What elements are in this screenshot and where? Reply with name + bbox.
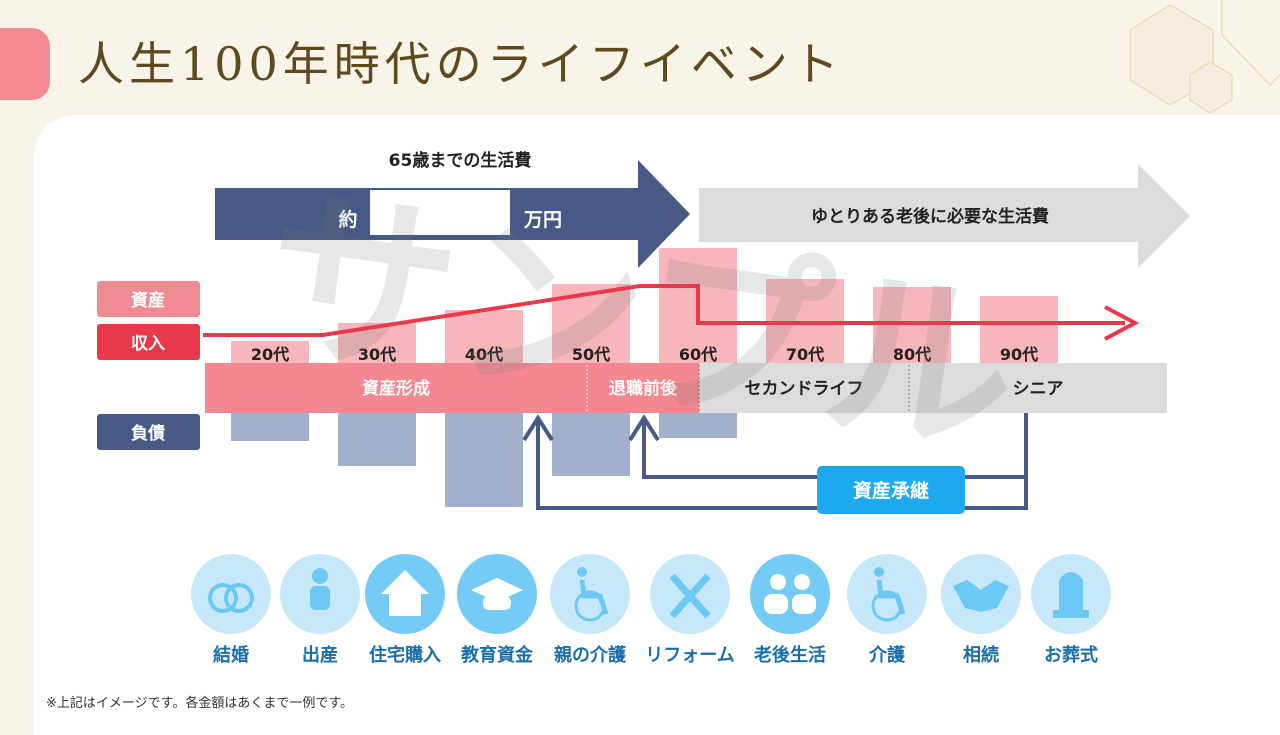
- life-event-label: リフォーム: [645, 645, 734, 666]
- wheelchair-icon: [574, 567, 609, 622]
- life-event-0[interactable]: 結婚: [191, 554, 271, 666]
- baby-icon: [310, 568, 330, 610]
- debt-bar: [552, 413, 630, 476]
- asset-bar: [980, 296, 1058, 363]
- decade-label: 60代: [679, 345, 717, 364]
- life-event-9[interactable]: お葬式: [1031, 554, 1111, 666]
- graduation-cap-icon: [471, 578, 523, 610]
- decade-label: 20代: [251, 345, 289, 364]
- decade-label: 50代: [572, 345, 610, 364]
- life-event-label: 結婚: [213, 644, 249, 666]
- hexagon-decoration: [1129, 0, 1280, 114]
- legend-income: [97, 324, 200, 360]
- life-event-label: 教育資金: [461, 644, 534, 666]
- prefix-label: 約: [338, 208, 357, 231]
- life-event-label: 親の介護: [554, 644, 627, 666]
- legend-debt-label: 負債: [131, 423, 165, 444]
- income-arrowhead: [1104, 305, 1140, 341]
- legend-debt: [97, 414, 200, 450]
- asset-bar: [231, 341, 309, 363]
- life-event-label: 出産: [302, 644, 338, 666]
- decade-label: 30代: [358, 345, 396, 364]
- amount-input[interactable]: [370, 190, 510, 235]
- asset-inheritance-button[interactable]: [817, 466, 965, 514]
- gray-arrow: [699, 164, 1190, 268]
- life-event-3[interactable]: 教育資金: [457, 554, 537, 666]
- suffix-label: 万円: [523, 209, 562, 231]
- stage-asset-building: [205, 363, 587, 413]
- gravestone-icon: [1053, 572, 1089, 618]
- decade-label: 90代: [1000, 345, 1038, 364]
- footnote: ※上記はイメージです。各金額はあくまで一例です。: [46, 696, 354, 711]
- life-event-5[interactable]: リフォーム: [645, 554, 735, 666]
- page-title: 人生100年時代のライフイベント: [78, 37, 844, 91]
- life-event-7[interactable]: 介護: [847, 554, 927, 666]
- elderly-couple-icon: [764, 574, 816, 614]
- stage-label: シニア: [1013, 379, 1064, 399]
- asset-inheritance-label: 資産承継: [853, 479, 929, 502]
- debt-bar: [231, 413, 309, 441]
- debt-bar: [338, 413, 416, 466]
- stage-label: セカンドライフ: [745, 379, 864, 399]
- life-event-label: 相続: [963, 644, 999, 666]
- decade-label: 40代: [465, 345, 503, 364]
- life-event-label: 老後生活: [754, 644, 826, 666]
- hammer-icon: [669, 573, 711, 619]
- life-event-label: 住宅購入: [369, 644, 441, 666]
- stage-senior-band: [699, 363, 1167, 413]
- life-event-8[interactable]: 相続: [941, 554, 1021, 666]
- handshake-icon: [953, 580, 1009, 612]
- living-cost-label: 65歳までの生活費: [389, 150, 532, 171]
- legend-assets-label: 資産: [131, 290, 165, 311]
- legend-assets: [97, 281, 200, 317]
- rings-icon: [208, 583, 254, 613]
- life-event-diagram: 65歳までの生活費 約 万円 ゆとりある老後に必要な生活費 20代 30代 40代 5…: [97, 150, 1190, 666]
- asset-bar: [445, 310, 523, 363]
- life-event-6[interactable]: 老後生活: [750, 554, 830, 666]
- stage-pre-retirement: [587, 363, 699, 413]
- stage-label: 資産形成: [362, 378, 430, 399]
- life-event-4[interactable]: 親の介護: [550, 554, 630, 666]
- life-event-2[interactable]: 住宅購入: [365, 554, 445, 666]
- inheritance-arrow-outer: [536, 413, 1028, 510]
- decade-label: 80代: [893, 345, 931, 364]
- legend-income-label: 収入: [131, 334, 165, 354]
- debt-bar: [445, 413, 523, 507]
- life-event-label: 介護: [868, 644, 906, 666]
- debt-bar: [659, 413, 737, 438]
- stage-label: 退職前後: [609, 378, 678, 399]
- decade-label: 70代: [786, 345, 824, 364]
- title-accent: [0, 28, 50, 100]
- house-icon: [381, 570, 429, 616]
- income-line: [203, 284, 1125, 337]
- life-event-1[interactable]: 出産: [280, 554, 360, 666]
- life-event-label: お葬式: [1044, 644, 1098, 666]
- wheelchair-icon: [871, 567, 906, 622]
- retirement-cost-label: ゆとりある老後に必要な生活費: [811, 206, 1049, 227]
